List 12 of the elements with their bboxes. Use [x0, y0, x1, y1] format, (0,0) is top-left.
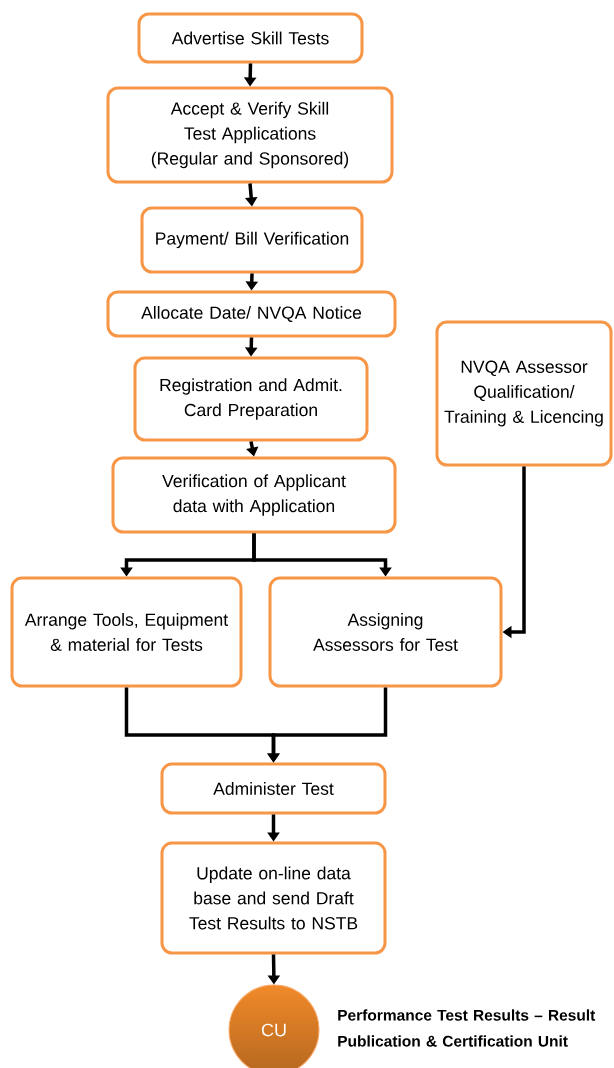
- process-box: Payment/ Bill Verification: [140, 206, 364, 274]
- unit-caption: Performance Test Results – Result Publication & Certification Unit: [338, 1009, 596, 1047]
- process-box: Verification of Applicant data with Application: [111, 456, 397, 534]
- process-box: Assigning Assessors for Test: [268, 576, 503, 688]
- process-box: Registration and Admit. Card Preparation: [133, 356, 369, 442]
- process-box: Accept & Verify Skill Test Applications (Regular and Sponsored): [106, 86, 394, 184]
- process-box: Arrange Tools, Equipment & material for Tests: [10, 576, 243, 688]
- process-box: Update on-line data base and send Draft Test Results to NSTB: [160, 841, 387, 955]
- process-box: Administer Test: [160, 762, 387, 815]
- process-box: Advertise Skill Tests: [137, 12, 364, 64]
- process-box: NVQA Assessor Qualification/ Training & Licencing: [435, 320, 613, 467]
- process-box: Allocate Date/ NVQA Notice: [106, 290, 397, 338]
